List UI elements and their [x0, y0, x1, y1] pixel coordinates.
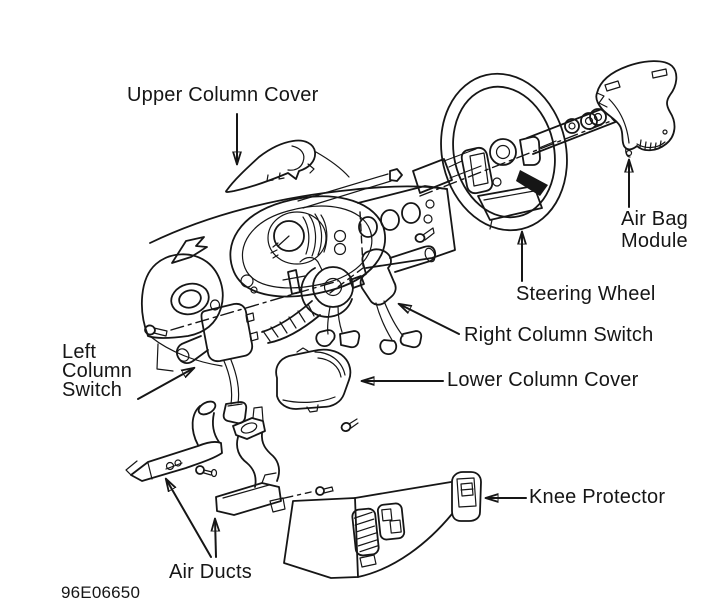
knee-vent-grille	[351, 507, 380, 557]
air-ducts-part	[125, 400, 286, 516]
label-upper-column-cover: Upper Column Cover	[127, 84, 319, 106]
lower-column-cover-part	[275, 347, 359, 432]
center-stack-panel	[329, 185, 456, 294]
dash-vent-ring	[170, 282, 210, 316]
label-right-column-switch: Right Column Switch	[464, 324, 654, 346]
label-air-bag-module-line1: Air Bag	[621, 208, 688, 230]
air-bag-module-part	[595, 60, 678, 158]
duct-screw	[195, 465, 218, 478]
label-lower-column-cover: Lower Column Cover	[447, 369, 639, 391]
steering-wheel-part	[440, 72, 568, 232]
label-air-bag-module: Air Bag Module	[621, 208, 688, 252]
label-air-ducts: Air Ducts	[169, 561, 252, 583]
knee-switch-blank	[376, 502, 406, 541]
stack-bolt	[414, 227, 435, 243]
dashboard-body	[140, 148, 482, 367]
label-air-bag-module-line2: Module	[621, 230, 688, 252]
label-left-column-switch: Left Column Switch	[62, 341, 133, 401]
left-alignment-marks	[144, 280, 339, 372]
label-left-column-switch-line3: Switch	[62, 379, 123, 401]
instrument-cluster	[229, 195, 386, 298]
knee-protector-part	[279, 471, 482, 579]
label-left-column-switch-line2: Column	[62, 360, 133, 382]
label-steering-wheel: Steering Wheel	[516, 283, 656, 305]
figure-code: 96E06650	[61, 583, 141, 599]
label-knee-protector: Knee Protector	[529, 486, 666, 508]
callout-arrows	[137, 113, 629, 558]
right-column-switch-part	[359, 245, 437, 356]
upper-column-cover-part	[225, 139, 316, 193]
cover-screw	[340, 418, 359, 432]
label-left-column-switch-line1: Left	[62, 341, 97, 363]
steering-column-assembly	[261, 256, 365, 349]
knee-screw	[315, 486, 334, 496]
